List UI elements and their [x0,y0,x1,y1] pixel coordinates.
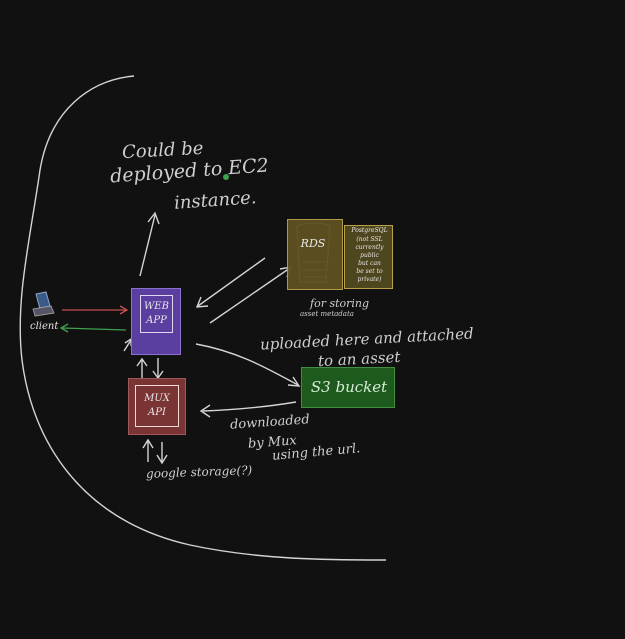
arrow-into-webapp [123,339,132,352]
mux-api-box: MUX API [128,378,186,435]
s3-bucket-box: S3 bucket [301,367,395,408]
postgres-line-4: but can [358,260,381,267]
arrow-webapp-to-s3 [195,343,299,386]
postgres-line-2: currently [355,244,384,251]
mux-api-label-line1: MUX [144,393,170,404]
web-app-label-line1: WEB [144,301,169,312]
rds-box [287,219,343,290]
arrow-webapp-to-client [61,327,127,331]
arrow-rds-to-webapp [197,257,266,307]
rds-label: RDS [300,237,326,250]
rds-caption-line2: asset metadata [300,310,354,318]
google-storage-note: google storage(?) [145,463,253,481]
boundary-curve [19,75,387,561]
postgres-line-0: PostgreSQL [351,227,388,234]
s3-bucket-label: S3 bucket [310,378,388,396]
rds-caption-line1: for storing [310,297,370,310]
web-app-box: WEB APP [131,288,181,355]
web-app-label-line2: APP [146,315,167,326]
postgres-line-3: public [360,252,379,259]
postgres-line-6: private) [357,276,382,283]
mux-api-label-line2: API [148,407,166,418]
green-dot [223,174,229,180]
arrow-webapp-to-rds [209,267,291,324]
postgres-note-box: PostgreSQL (not SSL currently public but… [344,225,393,289]
client-label: client [30,321,59,332]
postgres-line-1: (not SSL [356,236,383,243]
laptop-icon [32,291,55,317]
arrow-to-ec2-note [139,214,156,277]
postgres-line-5: be set to [356,268,383,275]
arrow-s3-to-mux [202,401,297,412]
